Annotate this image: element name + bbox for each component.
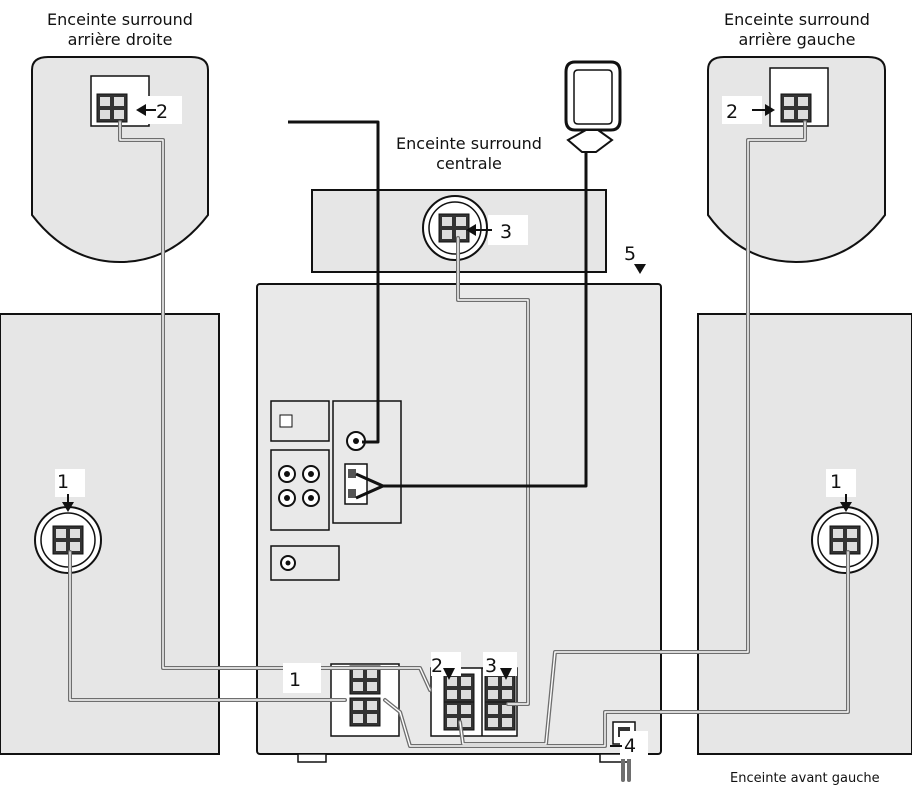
marker-1-front-right: 1 <box>830 471 842 493</box>
marker-4-power: 4 <box>624 735 636 757</box>
rear-left-terminal <box>780 93 812 123</box>
label-rear-right-line1: Enceinte surround <box>47 10 193 29</box>
marker-3-center: 3 <box>500 221 512 243</box>
label-rear-right-surround: Enceinte surround arrière droite <box>20 10 220 50</box>
number-markers: 2 2 3 1 1 1 2 3 4 5 <box>55 96 856 759</box>
marker-2-unit: 2 <box>431 655 443 677</box>
label-bottom-caption: Enceinte avant gauche <box>730 772 880 786</box>
label-center-line1: Enceinte surround <box>396 134 542 153</box>
front-right-speaker <box>697 313 912 755</box>
label-rear-left-surround: Enceinte surround arrière gauche <box>694 10 900 50</box>
speaker-wires <box>68 120 850 782</box>
label-rear-left-line2: arrière gauche <box>738 30 856 49</box>
antenna-wires <box>288 120 588 500</box>
front-output-lower <box>349 697 381 727</box>
marker-1-front-left: 1 <box>57 471 69 493</box>
marker-3-unit: 3 <box>485 655 497 677</box>
marker-1-unit: 1 <box>289 669 301 691</box>
front-right-terminal <box>829 525 861 555</box>
marker-2-rear-right: 2 <box>156 101 168 123</box>
marker-5-unit: 5 <box>624 243 636 265</box>
marker-2-rear-left: 2 <box>726 101 738 123</box>
center-terminal <box>438 213 470 243</box>
label-rear-right-line2: arrière droite <box>67 30 173 49</box>
loop-antenna <box>564 60 622 153</box>
center-output-upper <box>484 673 516 703</box>
rear-right-terminal <box>96 93 128 123</box>
front-left-terminal <box>52 525 84 555</box>
front-output-upper <box>349 665 381 695</box>
label-rear-left-line1: Enceinte surround <box>724 10 870 29</box>
label-center-line2: centrale <box>436 154 502 173</box>
label-center-surround: Enceinte surround centrale <box>370 134 568 174</box>
front-left-speaker <box>0 313 220 755</box>
center-output-lower <box>484 701 516 731</box>
